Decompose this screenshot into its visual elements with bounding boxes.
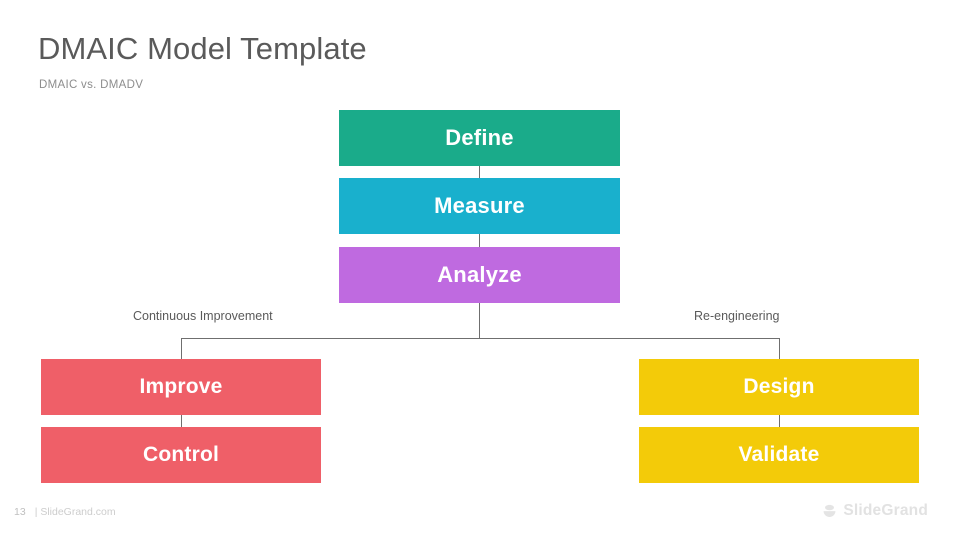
connector-design-validate bbox=[779, 415, 780, 428]
branch-label-continuous-improvement: Continuous Improvement bbox=[133, 309, 273, 323]
stage-box-define[interactable]: Define bbox=[339, 110, 620, 166]
stage-box-control[interactable]: Control bbox=[41, 427, 321, 483]
branch-label-re-engineering: Re-engineering bbox=[694, 309, 780, 323]
stage-box-improve[interactable]: Improve bbox=[41, 359, 321, 415]
brand-name: SlideGrand bbox=[843, 502, 928, 519]
connector-improve-control bbox=[181, 415, 182, 428]
stage-box-design[interactable]: Design bbox=[639, 359, 919, 415]
footer: 13 | SlideGrand.com bbox=[14, 506, 116, 518]
page-subtitle: DMAIC vs. DMADV bbox=[39, 79, 144, 91]
connector-analyze-branch bbox=[479, 303, 480, 339]
connector-branch-horizontal bbox=[181, 338, 780, 339]
connector-define-measure bbox=[479, 166, 480, 179]
connector-branch-right bbox=[779, 338, 780, 360]
stage-box-analyze[interactable]: Analyze bbox=[339, 247, 620, 303]
stage-box-measure[interactable]: Measure bbox=[339, 178, 620, 234]
page-number: 13 bbox=[14, 506, 26, 518]
slidegrand-logo-icon bbox=[823, 504, 836, 517]
page-title: DMAIC Model Template bbox=[38, 31, 367, 66]
brand-logo: SlideGrand bbox=[821, 502, 928, 520]
connector-measure-analyze bbox=[479, 234, 480, 248]
footer-site-label: | SlideGrand.com bbox=[34, 506, 116, 518]
connector-branch-left bbox=[181, 338, 182, 360]
stage-box-validate[interactable]: Validate bbox=[639, 427, 919, 483]
